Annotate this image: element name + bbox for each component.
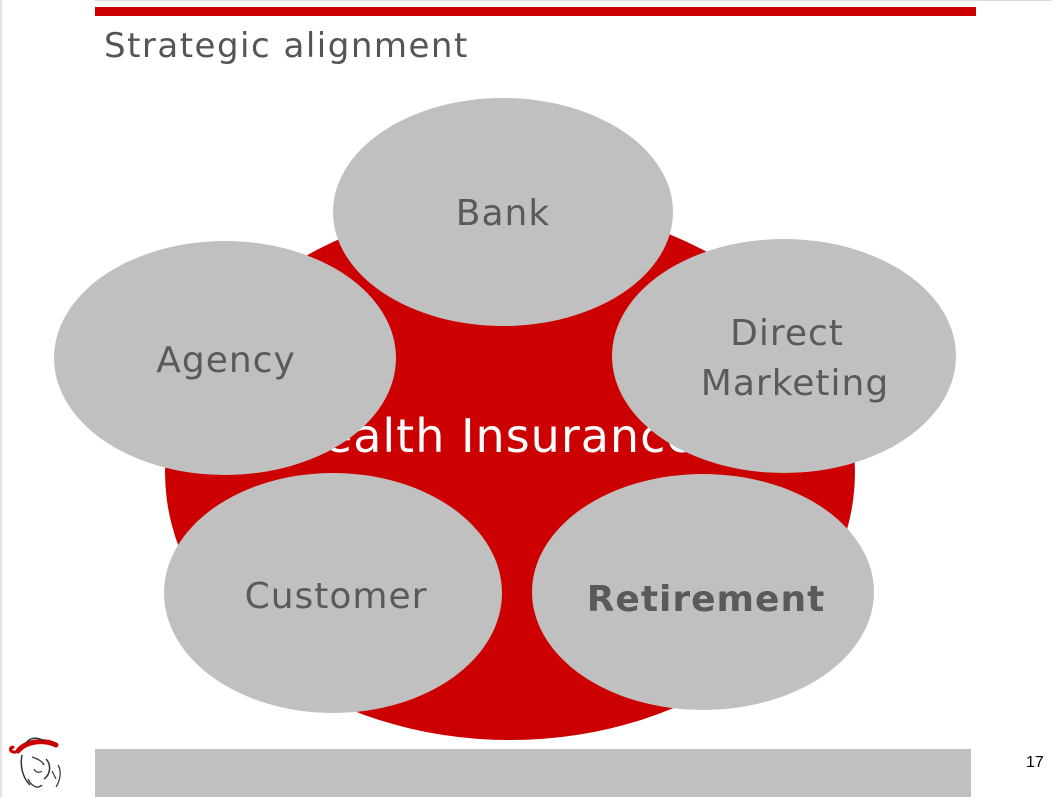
node-direct-marketing: Direct Marketing (612, 239, 956, 473)
node-direct-marketing-label-line2: Marketing (701, 363, 889, 404)
node-retirement: Retirement (532, 474, 874, 710)
node-direct-marketing-label-line1: Direct (730, 313, 844, 354)
slide-left-border (0, 0, 2, 797)
node-agency: Agency (54, 241, 396, 475)
node-bank: Bank (333, 98, 673, 326)
footer-bar (95, 749, 971, 797)
node-customer: Customer (164, 473, 502, 713)
node-agency-label: Agency (156, 340, 296, 381)
node-bank-label: Bank (456, 193, 550, 234)
slide-title: Strategic alignment (104, 26, 469, 66)
slide-top-line (95, 0, 1052, 1)
node-retirement-label: Retirement (587, 579, 826, 620)
page-number: 17 (1026, 754, 1044, 771)
node-customer-label: Customer (245, 576, 428, 617)
title-accent-bar (95, 7, 976, 16)
company-logo-icon (4, 735, 92, 801)
